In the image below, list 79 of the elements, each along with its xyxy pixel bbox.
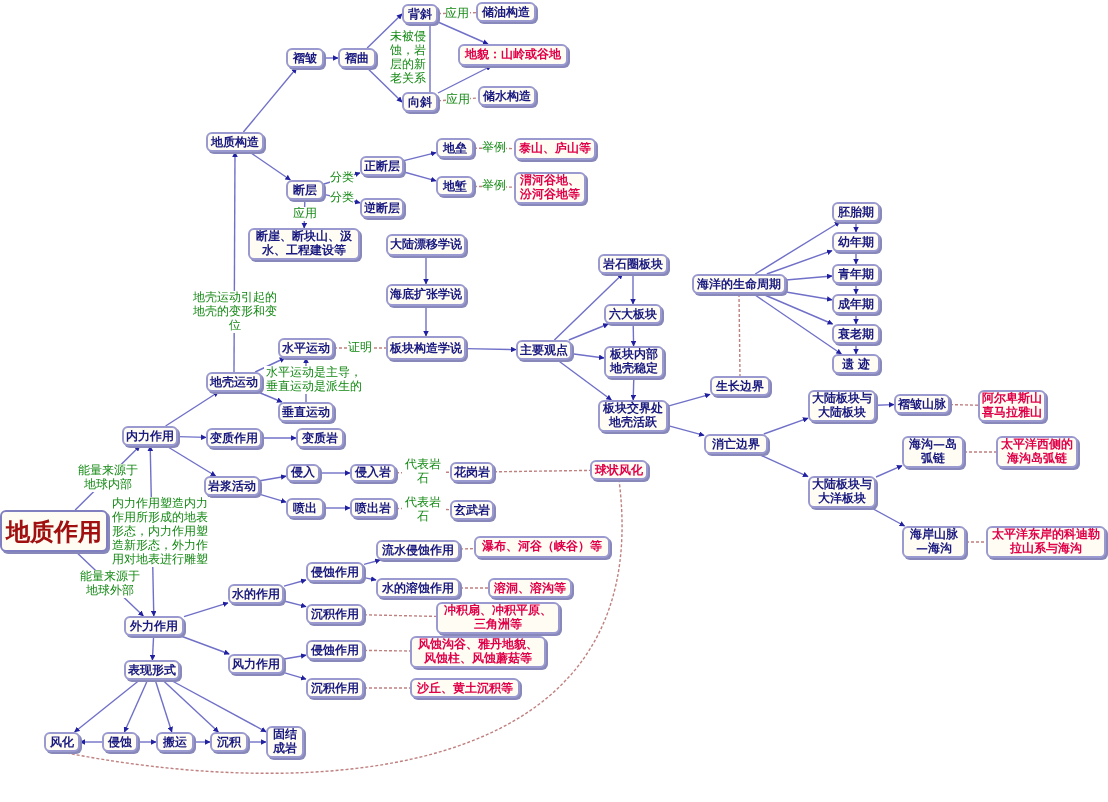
arrow <box>553 273 624 341</box>
arrow <box>366 13 403 49</box>
arrow <box>465 346 517 353</box>
arrow <box>757 453 809 478</box>
arrow <box>556 359 613 401</box>
arrow <box>259 474 287 482</box>
arrow <box>254 357 286 373</box>
dashed-line <box>363 687 411 689</box>
arrow <box>423 255 429 285</box>
arrow <box>875 401 895 408</box>
arrow <box>164 391 220 427</box>
title-box: 地质作用 <box>0 510 108 552</box>
arrow <box>423 305 429 337</box>
arrow <box>247 739 267 745</box>
dashed-line <box>963 451 997 453</box>
arrow <box>323 505 351 511</box>
arrow <box>193 739 211 745</box>
arrow <box>875 464 903 478</box>
arrow <box>571 353 605 361</box>
arrow <box>403 151 437 162</box>
arrow <box>283 653 307 660</box>
arrow <box>403 171 437 183</box>
arrow <box>149 635 156 661</box>
arrow <box>248 151 292 181</box>
arrow <box>752 293 843 355</box>
arrow <box>766 249 833 275</box>
arrow <box>763 417 809 435</box>
arrow <box>301 199 308 229</box>
arrow <box>154 679 173 733</box>
arrow <box>754 221 841 275</box>
dashed-line <box>437 11 477 15</box>
arrow <box>568 323 609 341</box>
arrow <box>259 493 287 504</box>
arrow <box>630 323 637 347</box>
arrow <box>161 679 220 733</box>
arrow <box>363 558 381 566</box>
connector-line <box>429 23 431 93</box>
dashed-line <box>459 587 489 589</box>
dashed-line <box>363 649 411 652</box>
arrow <box>630 377 637 401</box>
dashed-line <box>965 541 987 543</box>
arrow <box>261 435 297 441</box>
arrow <box>853 343 859 355</box>
arrow <box>363 576 377 582</box>
arrow <box>79 739 103 745</box>
arrow <box>183 601 229 618</box>
arrow <box>169 679 267 733</box>
arrow <box>283 671 307 681</box>
arrow <box>283 600 307 609</box>
arrow <box>870 507 906 527</box>
arrow <box>853 251 859 265</box>
arrow <box>785 291 833 302</box>
arrow <box>283 578 307 587</box>
arrow <box>853 313 859 325</box>
arrow <box>667 393 711 407</box>
arrow <box>437 65 492 94</box>
arrow <box>319 470 351 476</box>
dashed-line <box>738 293 741 377</box>
arrow <box>180 635 230 655</box>
arrow <box>761 293 834 325</box>
arrow <box>137 739 157 745</box>
arrow <box>667 424 705 437</box>
arrow <box>242 67 298 133</box>
arrow <box>177 434 207 441</box>
arrow <box>853 221 859 233</box>
arrow <box>165 445 217 477</box>
dashed-line <box>459 547 475 550</box>
arrow <box>437 21 489 45</box>
arrow <box>73 679 141 733</box>
arrow <box>123 679 149 733</box>
arrow <box>785 273 833 281</box>
dashed-line <box>363 614 437 618</box>
arrow <box>853 283 859 295</box>
dashed-line <box>493 469 591 473</box>
dashed-line <box>949 403 979 406</box>
arrow <box>257 391 283 403</box>
arrow <box>323 55 339 61</box>
arrow <box>366 67 403 103</box>
arrow <box>630 273 636 305</box>
